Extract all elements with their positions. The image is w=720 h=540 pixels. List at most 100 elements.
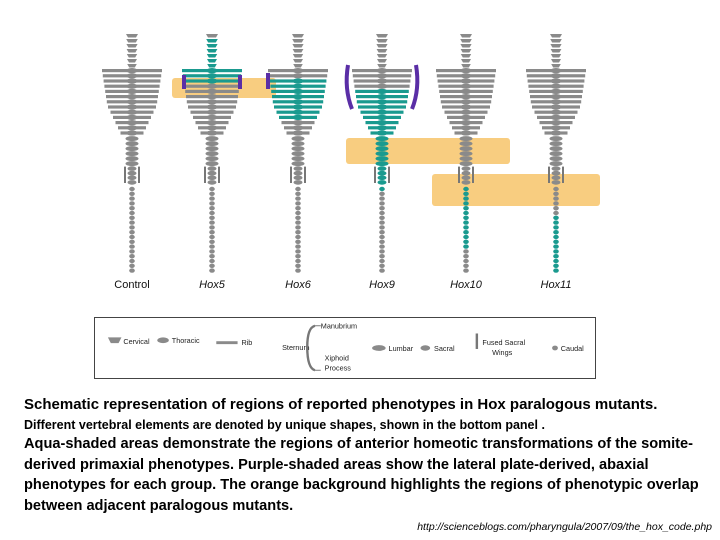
- column-label-hox11: Hox11: [541, 279, 572, 290]
- caudal-vertebra: [379, 264, 385, 268]
- lumbar-vertebra: [126, 161, 139, 166]
- thoracic-vertebra: [551, 89, 562, 94]
- thoracic-vertebra: [377, 115, 388, 120]
- caudal-vertebra: [379, 235, 385, 239]
- cervical-vertebra: [551, 54, 561, 58]
- caudal-vertebra: [553, 240, 559, 244]
- caudal-vertebra: [553, 220, 559, 224]
- thoracic-vertebra: [461, 130, 472, 135]
- thoracic-vertebra: [377, 73, 388, 78]
- lumbar-vertebra: [550, 156, 563, 161]
- thoracic-vertebra: [377, 110, 388, 115]
- thoracic-vertebra: [551, 78, 562, 83]
- lumbar-vertebra: [292, 136, 305, 141]
- thoracic-vertebra: [551, 99, 562, 104]
- caudal-vertebra: [553, 216, 559, 220]
- caudal-vertebra: [129, 225, 135, 229]
- lumbar-vertebra: [376, 156, 389, 161]
- caudal-vertebra: [379, 240, 385, 244]
- caudal-vertebra: [209, 211, 215, 215]
- caudal-symbol: [552, 346, 558, 351]
- sacral-vertebra: [378, 166, 387, 171]
- cervical-vertebra: [377, 54, 387, 58]
- thoracic-vertebra: [127, 99, 138, 104]
- lumbar-vertebra: [206, 151, 219, 156]
- caudal-vertebra: [129, 259, 135, 263]
- legend-sternum-label: Sternum: [282, 343, 309, 352]
- column-label-hox6: Hox6: [285, 279, 312, 290]
- thoracic-vertebra: [461, 89, 472, 94]
- lumbar-symbol: [372, 345, 386, 351]
- lumbar-vertebra: [126, 136, 139, 141]
- caption-title: Schematic representation of regions of r…: [24, 396, 657, 413]
- column-label-hox10: Hox10: [450, 279, 483, 290]
- cervical-vertebra: [550, 44, 561, 48]
- thoracic-vertebra: [551, 84, 562, 89]
- caudal-vertebra: [295, 235, 301, 239]
- cervical-vertebra: [551, 59, 561, 63]
- thoracic-vertebra: [127, 120, 138, 125]
- thoracic-vertebra: [207, 89, 218, 94]
- cervical-vertebra: [461, 59, 471, 63]
- thoracic-vertebra: [551, 115, 562, 120]
- thoracic-vertebra: [461, 110, 472, 115]
- sacral-vertebra: [208, 176, 217, 181]
- caudal-vertebra: [295, 196, 301, 200]
- sacral-vertebra: [552, 166, 561, 171]
- thoracic-vertebra: [293, 104, 304, 109]
- caudal-vertebra: [463, 206, 469, 210]
- lumbar-vertebra: [292, 161, 305, 166]
- lumbar-vertebra: [460, 136, 473, 141]
- caudal-vertebra: [129, 264, 135, 268]
- thoracic-vertebra: [293, 78, 304, 83]
- lumbar-vertebra: [126, 146, 139, 151]
- fused-sacral-wing-right: [138, 167, 140, 183]
- lumbar-vertebra: [550, 151, 563, 156]
- thoracic-vertebra: [207, 125, 218, 130]
- sternum-symbol: [307, 326, 315, 371]
- caudal-vertebra: [295, 206, 301, 210]
- thoracic-vertebra: [207, 130, 218, 135]
- thoracic-vertebra: [207, 104, 218, 109]
- caudal-vertebra: [463, 230, 469, 234]
- lumbar-vertebra: [376, 151, 389, 156]
- overlap-hox10-hox11: [432, 174, 600, 206]
- caudal-vertebra: [553, 259, 559, 263]
- thoracic-vertebra: [207, 73, 218, 78]
- sacral-vertebra: [552, 176, 561, 181]
- caudal-vertebra: [379, 249, 385, 253]
- legend-wings-label: Wings: [492, 348, 513, 357]
- lumbar-vertebra: [550, 161, 563, 166]
- thoracic-vertebra: [293, 115, 304, 120]
- caudal-vertebra: [379, 216, 385, 220]
- caudal-vertebra: [295, 259, 301, 263]
- caudal-vertebra: [209, 225, 215, 229]
- column-label-hox5: Hox5: [199, 279, 226, 290]
- caudal-vertebra: [463, 192, 469, 196]
- fused-sacral-wing-left: [374, 167, 376, 183]
- fused-sacral-wing-left: [124, 167, 126, 183]
- legend-process-label: Process: [325, 363, 352, 372]
- caudal-vertebra: [463, 244, 469, 248]
- lumbar-vertebra: [460, 161, 473, 166]
- thoracic-vertebra: [461, 78, 472, 83]
- sacral-vertebra: [552, 180, 561, 185]
- cervical-vertebra: [551, 64, 561, 68]
- caudal-vertebra: [553, 235, 559, 239]
- sacral-vertebra: [128, 171, 137, 176]
- caudal-vertebra: [209, 249, 215, 253]
- thoracic-vertebra: [127, 115, 138, 120]
- caudal-vertebra: [129, 206, 135, 210]
- caudal-vertebra: [553, 268, 559, 272]
- cervical-vertebra: [207, 54, 217, 58]
- caudal-vertebra: [129, 268, 135, 272]
- fused-sacral-wing-left: [458, 167, 460, 183]
- sacral-vertebra: [128, 166, 137, 171]
- sacral-vertebra: [208, 166, 217, 171]
- thoracic-vertebra: [377, 78, 388, 83]
- sacral-vertebra: [294, 171, 303, 176]
- caudal-vertebra: [553, 264, 559, 268]
- thoracic-vertebra: [207, 110, 218, 115]
- column-label-control: Control: [114, 279, 149, 290]
- lumbar-vertebra: [126, 151, 139, 156]
